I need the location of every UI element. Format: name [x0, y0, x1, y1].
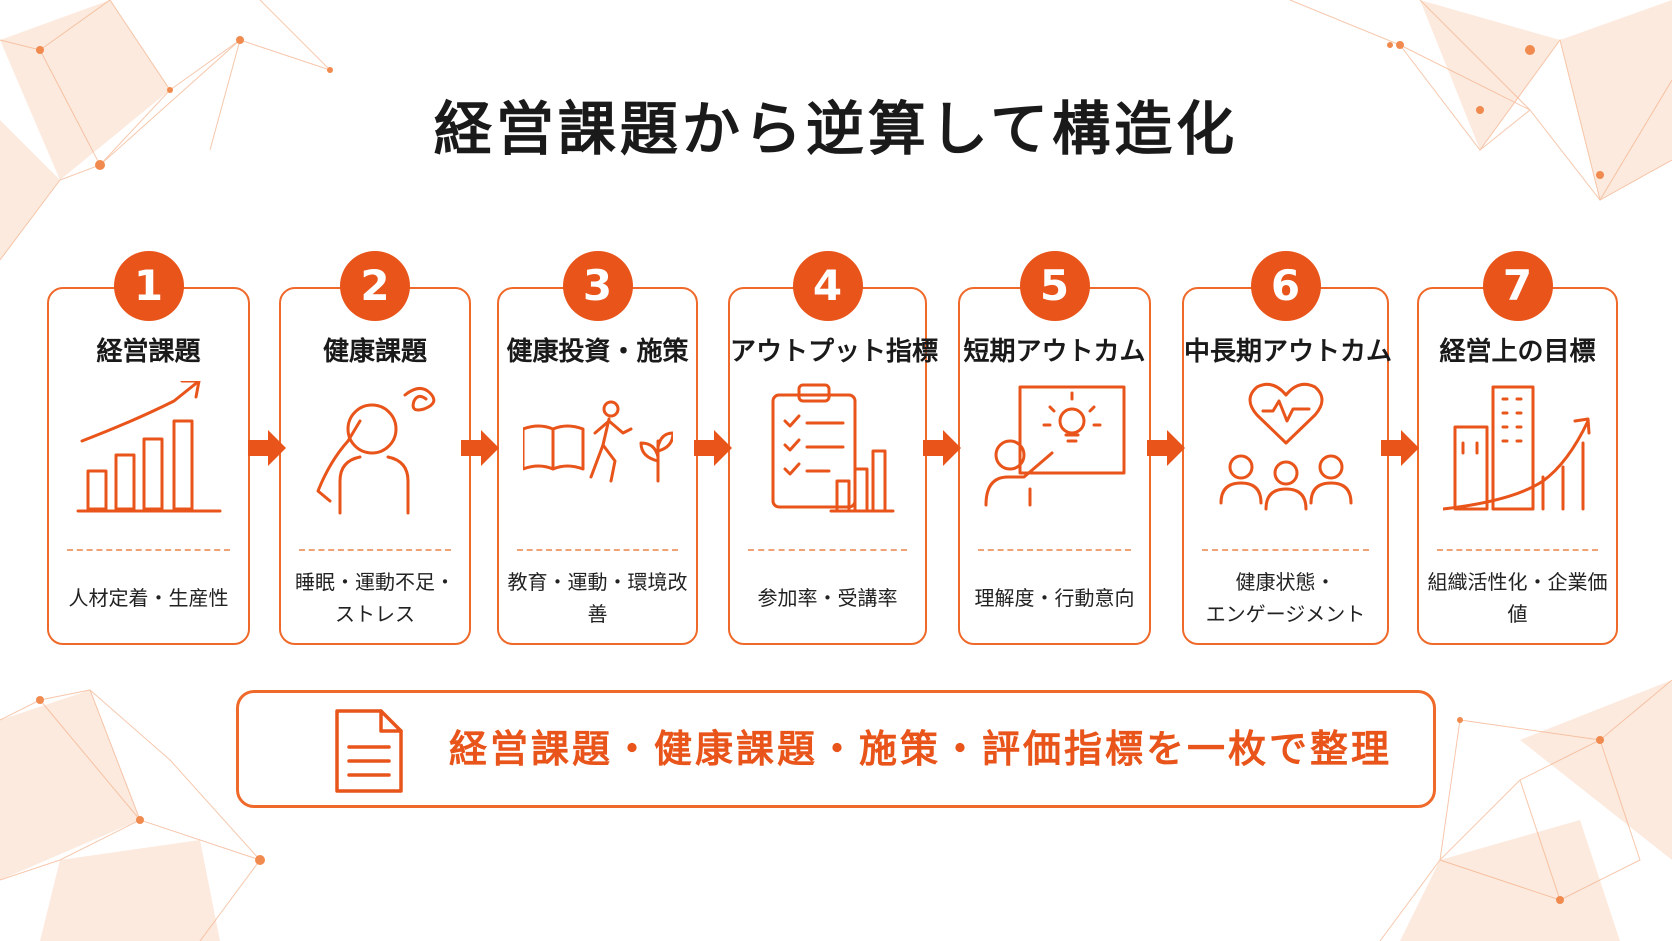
summary-text: 経営課題・健康課題・施策・評価指標を一枚で整理 — [449, 727, 1393, 771]
arrow-right-icon — [923, 430, 961, 466]
step-card-3: 3 健康投資・施策 教育・運動・環境改善 — [497, 251, 698, 645]
arrow-right-icon — [248, 430, 286, 466]
presenter-idea-icon — [980, 381, 1130, 521]
step-number-badge: 7 — [1482, 251, 1553, 321]
page-title: 経営課題から逆算して構造化 — [433, 95, 1239, 163]
step-title: 経営上の目標 — [1439, 337, 1596, 367]
step-title: 健康投資・施策 — [506, 337, 689, 367]
step-card-6: 6 中長期アウトカム 健康状態・ エンゲージメント — [1182, 251, 1393, 645]
step-card-4: 4 アウトプット指標 参加率・受講率 — [728, 251, 939, 645]
arrow-right-icon — [694, 430, 732, 466]
step-number-badge: 5 — [1019, 251, 1090, 321]
step-description: 人材定着・生産性 — [68, 586, 229, 610]
building-growth-icon — [1441, 381, 1593, 521]
book-runner-plant-icon — [521, 381, 674, 521]
step-description: 参加率・受講率 — [757, 586, 898, 610]
arrow-right-icon — [461, 430, 499, 466]
summary-box: 経営課題・健康課題・施策・評価指標を一枚で整理 — [236, 690, 1436, 808]
step-description: 教育・運動・環境改善 — [507, 570, 688, 626]
step-description: 理解度・行動意向 — [974, 586, 1135, 610]
dashed-divider — [1437, 549, 1598, 551]
step-card-1: 1 経営課題 人材定着・生産性 — [47, 251, 250, 645]
step-number-badge: 3 — [562, 251, 633, 321]
dashed-divider — [299, 549, 451, 551]
step-number-badge: 1 — [113, 251, 184, 321]
dashed-divider — [1202, 549, 1369, 551]
dashed-divider — [748, 549, 907, 551]
document-icon — [335, 709, 403, 793]
step-number-badge: 6 — [1250, 251, 1321, 321]
step-number-badge: 4 — [792, 251, 863, 321]
arrow-right-icon — [1381, 430, 1419, 466]
clipboard-checklist-icon — [753, 381, 903, 521]
arrow-right-icon — [1147, 430, 1185, 466]
growth-bar-chart-icon — [74, 379, 224, 521]
step-title: アウトプット指標 — [730, 337, 939, 367]
step-description: 睡眠・運動不足・ ストレス — [295, 570, 455, 626]
dashed-divider — [67, 549, 230, 551]
step-title: 中長期アウトカム — [1184, 337, 1393, 367]
step-title: 経営課題 — [96, 337, 201, 367]
step-description: 組織活性化・企業価値 — [1427, 570, 1608, 626]
step-card-2: 2 健康課題 睡眠・運動不足・ ストレス — [279, 251, 471, 645]
step-title: 短期アウトカム — [963, 337, 1146, 367]
step-card-5: 5 短期アウトカム 理解度・行動意向 — [958, 251, 1151, 645]
heart-team-icon — [1211, 381, 1361, 521]
dashed-divider — [978, 549, 1131, 551]
stressed-person-icon — [300, 381, 450, 521]
step-card-7: 7 経営上の目標 組織活性化・企業価値 — [1417, 251, 1618, 645]
step-title: 健康課題 — [322, 337, 427, 367]
dashed-divider — [517, 549, 678, 551]
step-description: 健康状態・ エンゲージメント — [1205, 570, 1366, 626]
step-number-badge: 2 — [340, 251, 410, 321]
